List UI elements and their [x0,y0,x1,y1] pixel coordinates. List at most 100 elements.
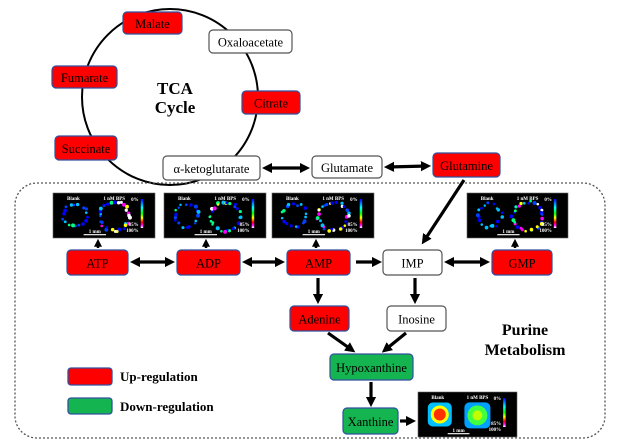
node-box [54,135,118,161]
colorbar [503,398,506,427]
treated-signal-spot [126,221,131,226]
blank-signal-spot [500,215,505,219]
node-imp: IMP [382,249,443,276]
blank-signal-spot [304,212,308,216]
blank-signal-spot [296,204,299,208]
node-adp: ADP [176,249,241,276]
treated-signal-spot [511,218,516,223]
blank-signal-spot [69,203,74,207]
node-box [289,305,350,332]
node-label: Fumarate [61,71,109,85]
treated-signal-spot [113,200,117,205]
blank-signal-spot [480,223,484,226]
blank-signal-spot [285,221,289,226]
arrow-glutamine-imp [421,179,466,245]
treated-label: 1 nM BPS [517,197,539,202]
node-box [286,249,351,276]
treated-label: 1 nM BPS [103,197,125,202]
node-label: Succinate [62,142,111,156]
treated-signal-spot [209,215,212,218]
blank-signal-spot [64,205,68,209]
treated-signal-spot [238,215,243,220]
treated-signal-spot [334,200,338,205]
treated-signal-spot [317,208,321,212]
treated-signal-spot [122,227,126,231]
node-label: Glutamate [321,161,374,175]
blank-label: Blank [286,197,299,202]
colorbar-bottom-label: 100% [237,229,250,234]
colorbar [251,199,255,228]
node-label: IMP [401,257,423,271]
blank-signal-spot [177,221,181,225]
node-box [382,249,443,276]
node-label: Citrate [254,97,288,111]
scale-bar-label: 1 mm [502,230,515,235]
colorbar-mid-label: 85% [129,223,139,228]
blank-signal-spot [194,219,198,223]
treated-signal-spot [321,205,324,208]
node-label: ATP [86,257,108,271]
colorbar-mid-label: 85% [491,422,501,427]
blank-signal-spot [81,222,85,226]
treated-signal-spot [223,229,227,234]
blank-signal-spot [299,203,303,206]
blank-signal-spot [477,208,481,212]
treated-signal-spot [345,208,350,213]
treated-signal-spot [235,207,239,211]
blank-signal-spot [193,204,198,209]
treated-signal-spot [225,201,229,205]
blank-signal-spot [186,225,190,230]
node-inosine: Inosine [386,305,447,332]
blank-signal-spot [484,225,489,230]
scale-bar-label: 1 mm [308,230,321,235]
node-label: α-ketoglutarate [174,162,250,176]
tca-title-line1: TCA [157,79,194,98]
colorbar-bottom-label: 100% [345,229,358,234]
node-label: Glutamine [440,159,493,173]
blank-signal-spot [286,202,291,207]
treated-signal-spot [99,214,102,218]
arrow-adenine-hypoxanthine [327,331,356,353]
treated-signal-spot [106,202,110,206]
treated-signal-spot [535,225,539,229]
treated-signal-spot [98,206,103,211]
colorbar-top-label: 0% [494,397,502,402]
treated-signal-spot [509,214,514,219]
blank-signal-spot [193,222,197,225]
treated-signal-spot [540,208,544,212]
node-label: Oxaloacetate [218,36,284,50]
scale-bar-label: 1 mm [453,429,466,434]
node-label: Adenine [298,313,341,327]
treated-signal-spot [317,212,321,216]
node-label: ADP [196,257,221,271]
pathway-arrows [93,161,520,427]
blank-signal-spot [496,208,501,212]
treated-signal-spot [539,221,544,226]
treated-signal-spot [330,201,334,205]
treated-signal-spot [234,202,237,206]
blank-signal-spot [82,206,86,210]
tca-title-line2: Cycle [155,98,196,117]
treated-signal-spot [338,227,343,231]
treated-signal-spot [347,214,351,218]
blank-signal-spot [174,219,177,222]
blank-signal-spot [304,215,307,219]
scale-bar [194,234,218,236]
legend: Up-regulation Down-regulation [67,367,214,415]
treated-signal-spot [343,224,347,227]
blank-signal-spot [189,203,193,207]
treated-signal-spot [113,230,117,233]
blank-signal-spot [492,202,496,206]
legend-down-swatch [67,397,113,415]
treated-signal-spot [119,200,123,204]
node-box [176,249,241,276]
node-citrate: Citrate [241,90,301,115]
treated-signal-spot [102,203,105,207]
colorbar-top-label: 0% [131,198,139,203]
node-xanthine: Xanthine [342,407,399,435]
blank-signal-spot [294,225,298,228]
treated-signal-spot [104,227,109,232]
blank-signal-spot [303,206,308,210]
